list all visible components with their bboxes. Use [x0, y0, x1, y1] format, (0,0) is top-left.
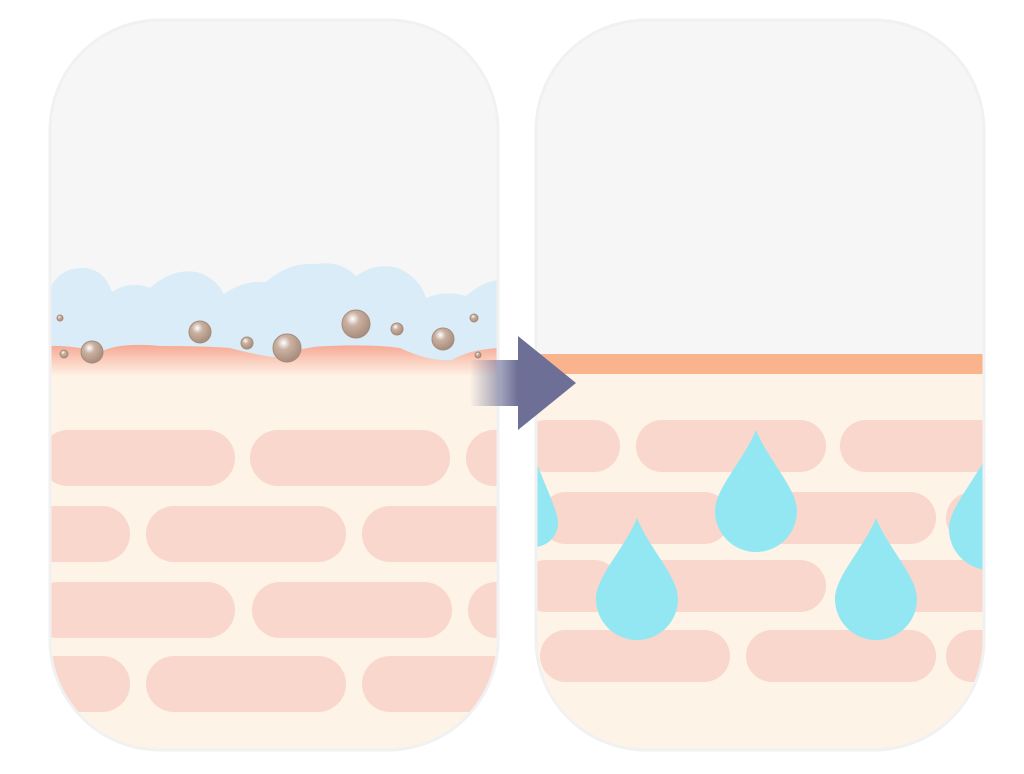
dirt-particles [56, 309, 482, 364]
skin-cell [636, 560, 826, 612]
after-panel [534, 18, 986, 752]
dirt-particle [341, 309, 371, 339]
dirt-particle [56, 314, 64, 322]
skin-cell [540, 630, 730, 682]
water-drop [715, 430, 797, 552]
skin-cell [466, 430, 498, 486]
dirt-particle [80, 340, 104, 364]
dirt-particle [240, 336, 254, 350]
dirt-particle [431, 327, 455, 351]
skin-cell [250, 430, 450, 486]
smooth-surface [536, 354, 984, 374]
skin-cell [252, 582, 452, 638]
skin-cell [746, 630, 936, 682]
skin-cells [50, 430, 498, 712]
before-panel [48, 18, 500, 752]
water-drop [536, 455, 558, 547]
moisture-drops [536, 430, 984, 640]
skin-cell [50, 506, 130, 562]
dirt-particle [188, 320, 212, 344]
dirt-particle [390, 322, 404, 336]
dirt-particle [469, 313, 479, 323]
skin-cell [50, 430, 235, 486]
skin-cell [636, 420, 826, 472]
skin-cell [536, 560, 620, 612]
water-drop [835, 518, 917, 640]
arrow-right-icon [470, 336, 576, 430]
skin-cell [362, 506, 498, 562]
skin-cell [362, 656, 498, 712]
skin-cell [146, 506, 346, 562]
dirt-particle [59, 349, 69, 359]
skin-cell [146, 656, 346, 712]
skin-cell [540, 492, 730, 544]
skin-cell [468, 582, 498, 638]
skin-cell [840, 420, 984, 472]
irritated-surface [50, 344, 498, 376]
water-drop [949, 448, 984, 570]
dirt-particle [272, 333, 302, 363]
skin-cell [50, 656, 130, 712]
skin-cell [946, 630, 984, 682]
skin-cells [536, 420, 984, 682]
skin-cell [536, 420, 620, 472]
foam [50, 263, 498, 372]
skin-cell [50, 582, 235, 638]
water-drop [596, 518, 678, 640]
dirt-particle [474, 351, 482, 359]
